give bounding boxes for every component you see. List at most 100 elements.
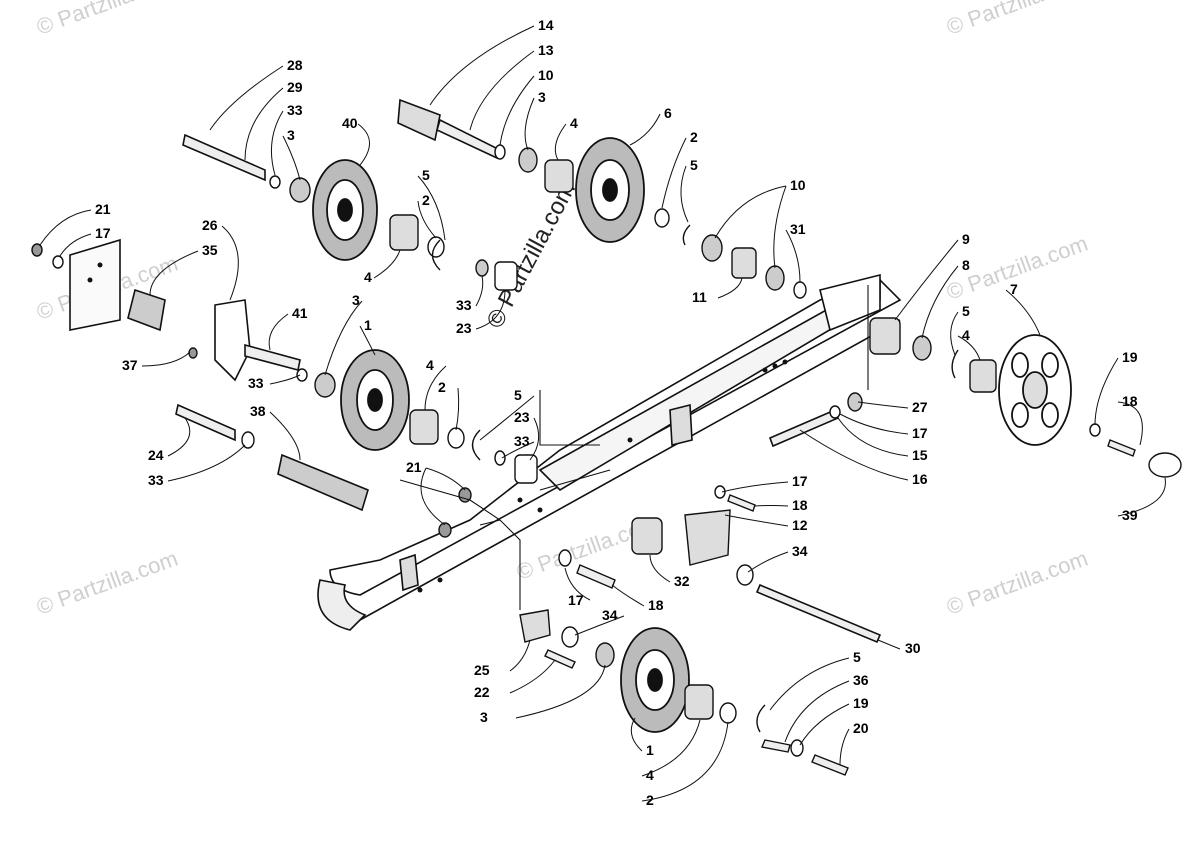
callout-38: 38	[250, 403, 266, 419]
callout-leaders	[39, 25, 1166, 802]
callout-26: 26	[202, 217, 218, 233]
callout-11: 11	[692, 289, 707, 305]
callout-18a: 18	[1122, 393, 1138, 409]
callout-3a: 3	[287, 127, 295, 143]
callout-34b: 34	[602, 607, 618, 623]
cap-39	[1148, 452, 1182, 478]
callout-2c: 2	[438, 379, 446, 395]
watermark-top-right: © Partzilla.com	[943, 0, 1091, 40]
callout-18b: 18	[792, 497, 808, 513]
callout-35: 35	[202, 242, 218, 258]
callout-27: 27	[912, 399, 928, 415]
callout-2a: 2	[690, 129, 698, 145]
watermark-low-right: © Partzilla.com	[943, 546, 1091, 620]
watermark-top-left: © Partzilla.com	[33, 0, 181, 40]
callout-19a: 19	[1122, 349, 1138, 365]
callout-23b: 23	[514, 409, 530, 425]
bracket-center	[669, 403, 693, 447]
callout-33b: 33	[456, 297, 472, 313]
rail-tip	[317, 579, 367, 631]
callout-5b: 5	[422, 167, 430, 183]
callout-29: 29	[287, 79, 303, 95]
watermark-low-left: © Partzilla.com	[33, 546, 181, 620]
slide-rails	[69, 238, 902, 631]
callout-3b: 3	[538, 89, 546, 105]
callout-33d: 33	[514, 433, 530, 449]
callout-15: 15	[912, 447, 928, 463]
rod-24	[175, 403, 236, 442]
callout-17b: 17	[912, 425, 928, 441]
callout-5a: 5	[690, 157, 698, 173]
callout-2b: 2	[422, 192, 430, 208]
shaft-upper-left	[182, 133, 266, 182]
callout-4d: 4	[962, 327, 970, 343]
bracket-left	[399, 553, 419, 592]
callout-4a: 4	[570, 115, 578, 131]
callout-28: 28	[287, 57, 303, 73]
callout-40: 40	[342, 115, 358, 131]
callout-8: 8	[962, 257, 970, 273]
watermark-center: © Partzilla.com	[481, 177, 581, 332]
callout-17d: 17	[568, 592, 584, 608]
watermarks: © Partzilla.com © Partzilla.com © Partzi…	[33, 0, 1091, 620]
callout-7: 7	[1010, 281, 1018, 297]
callout-37: 37	[122, 357, 138, 373]
callout-16: 16	[912, 471, 928, 487]
callout-36: 36	[853, 672, 869, 688]
small-parts	[31, 144, 1182, 776]
tube-38	[277, 453, 369, 512]
callout-21a: 21	[95, 201, 111, 217]
callout-5d: 5	[962, 303, 970, 319]
callout-14: 14	[538, 17, 554, 33]
callout-33c: 33	[248, 375, 264, 391]
tube-35	[127, 288, 166, 332]
callout-33a: 33	[287, 102, 303, 118]
left-rail-upper	[69, 238, 121, 331]
callout-4b: 4	[364, 269, 372, 285]
callout-9: 9	[962, 231, 970, 247]
callouts: 28 29 33 3 40 14 13 10 3 4 6 2 5 10 31 1…	[95, 17, 1138, 808]
callout-5c: 5	[514, 387, 522, 403]
callout-39: 39	[1122, 507, 1138, 523]
callout-20: 20	[853, 720, 869, 736]
callout-30: 30	[905, 640, 921, 656]
idler-arm-26	[214, 299, 251, 382]
callout-10a: 10	[538, 67, 554, 83]
callout-25: 25	[474, 662, 490, 678]
callout-4e: 4	[646, 767, 654, 783]
callout-22: 22	[474, 684, 490, 700]
shaft-upper-center-thin	[436, 118, 502, 160]
leader-lines	[399, 285, 869, 610]
callout-6: 6	[664, 105, 672, 121]
shafts	[127, 98, 882, 644]
callout-13: 13	[538, 42, 554, 58]
callout-19b: 19	[853, 695, 869, 711]
shaft-41	[244, 343, 301, 371]
callout-34a: 34	[792, 543, 808, 559]
callout-32: 32	[674, 573, 690, 589]
callout-18c: 18	[648, 597, 664, 613]
main-rail-front-edge	[359, 319, 901, 621]
callout-33e: 33	[148, 472, 164, 488]
callout-41: 41	[292, 305, 308, 321]
bolt-30	[755, 583, 882, 644]
callout-12: 12	[792, 517, 808, 533]
bracket-12	[684, 509, 731, 566]
wheels	[312, 137, 1072, 733]
callout-31: 31	[790, 221, 806, 237]
callout-3c: 3	[352, 292, 360, 308]
bolt-16	[768, 408, 840, 448]
callout-21b: 21	[406, 459, 422, 475]
callout-1a: 1	[364, 317, 372, 333]
callout-17c: 17	[792, 473, 808, 489]
callout-1b: 1	[646, 742, 654, 758]
shaft-upper-center	[397, 98, 441, 142]
callout-17a: 17	[95, 225, 111, 241]
callout-24: 24	[148, 447, 164, 463]
callout-4c: 4	[426, 357, 434, 373]
right-rail-end	[819, 273, 881, 332]
callout-3d: 3	[480, 709, 488, 725]
callout-23a: 23	[456, 320, 472, 336]
bracket-25	[519, 609, 551, 643]
